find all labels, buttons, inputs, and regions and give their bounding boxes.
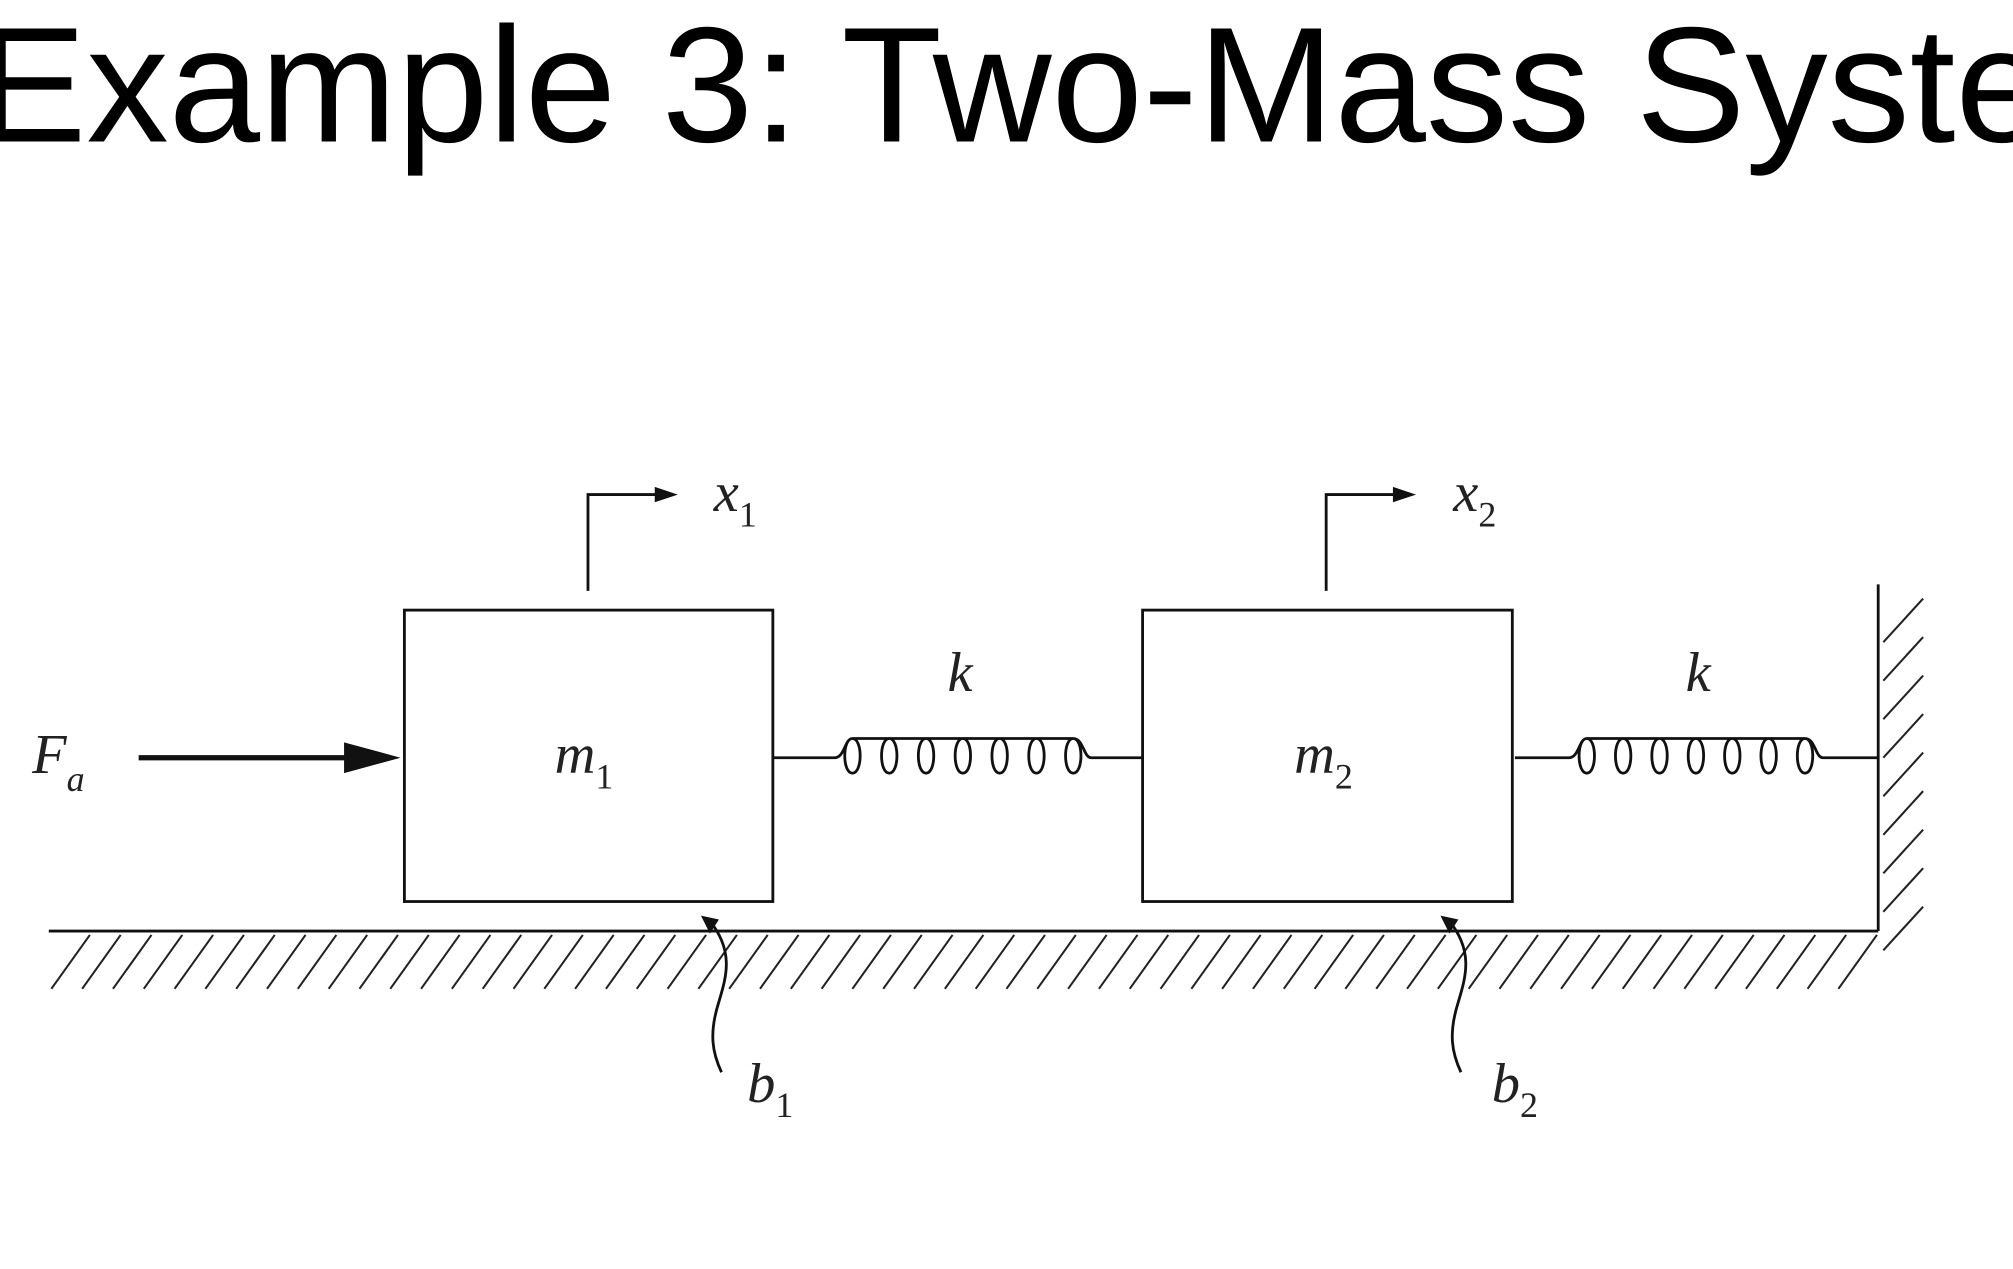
hatch-line [820,934,861,990]
hatch-line [1882,751,1924,797]
hatch-line [759,934,800,990]
hatch-line [1344,934,1385,990]
hatch-line [1591,934,1632,990]
hatch-line [1098,934,1139,990]
mass-1-block [402,608,775,903]
hatch-line [697,934,738,990]
spring-2 [1514,737,1879,775]
hatch-line [1313,934,1354,990]
hatch-line [635,934,677,990]
x1-arrow-head [654,486,678,503]
hatch-line [1806,934,1847,990]
damper-1-label: b1 [747,1053,793,1125]
hatch-line [204,934,245,990]
hatch-line [389,934,430,990]
hatch-line [420,934,461,990]
hatch-line [944,934,985,990]
hatch-line [1882,905,1924,952]
hatch-line [913,934,954,990]
hatch-line [1882,867,1924,913]
spring-coil [1514,737,1879,775]
hatch-line [81,934,122,990]
hatch-line [605,934,646,990]
hatch-line [327,934,369,990]
hatch-line [1406,934,1447,990]
damper-2-label: b2 [1492,1053,1538,1125]
hatch-line [1159,934,1200,990]
hatch-line [1882,674,1924,720]
damper-1-pointer [700,915,719,934]
hatch-line [1882,597,1924,643]
force-label: Fa [31,724,84,799]
x2-arrow-head [1392,486,1417,503]
hatch-line [1221,934,1262,990]
x2-label: x2 [1452,462,1496,534]
x1-arrow [586,493,662,591]
hatch-line [512,934,553,990]
hatch-line [974,934,1016,990]
damper-1-leader [707,918,728,1073]
mass-1-label: m1 [555,724,614,796]
hatch-line [1375,934,1416,990]
spring-coil [772,737,1143,775]
hatch-line [1882,713,1924,759]
hatch-line [1252,934,1293,990]
hatch-line [1882,790,1924,836]
spring-2-label: k [1686,642,1712,704]
hatch-line [1714,934,1755,990]
ground-hatching [50,597,1924,990]
x2-arrow [1324,493,1400,591]
hatch-line [1882,828,1924,874]
force-arrow-head [344,742,401,774]
hatch-line [1683,934,1724,990]
hatch-line [1282,934,1324,990]
hatch-line [142,934,184,990]
hatch-line [1529,934,1570,990]
damper-2-leader [1447,918,1468,1073]
hatch-line [1067,934,1108,990]
hatch-line [1745,934,1786,990]
hatch-line [50,934,91,990]
hatch-line [1837,934,1878,990]
spring-1 [772,737,1143,775]
hatch-line [851,934,892,990]
hatch-line [297,934,338,990]
hatch-line [451,934,492,990]
hatch-line [235,934,276,990]
hatch-line [1775,934,1817,990]
damper-2-pointer [1440,915,1459,934]
hatch-line [1560,934,1601,990]
hatch-line [789,934,831,990]
hatch-line [882,934,923,990]
hatch-line [358,934,399,990]
hatch-line [728,934,769,990]
hatch-line [543,934,584,990]
hatch-line [1190,934,1231,990]
hatch-line [1621,934,1663,990]
slide-title: Example 3: Two-Mass System [0,0,2013,177]
hatch-line [666,934,707,990]
hatch-line [1498,934,1539,990]
mass-2-block [1141,608,1514,903]
hatch-line [1882,636,1924,682]
hatch-line [481,934,523,990]
hatch-line [1005,934,1046,990]
hatch-line [1652,934,1693,990]
hatch-line [574,934,615,990]
spring-1-label: k [947,642,973,704]
x1-label: x1 [713,462,757,534]
hatch-line [112,934,153,990]
hatch-line [1467,934,1509,990]
hatch-line [266,934,307,990]
hatch-line [1437,934,1478,990]
hatch-line [173,934,214,990]
mass-2-label: m2 [1294,724,1353,796]
hatch-line [1036,934,1077,990]
hatch-line [1128,934,1170,990]
